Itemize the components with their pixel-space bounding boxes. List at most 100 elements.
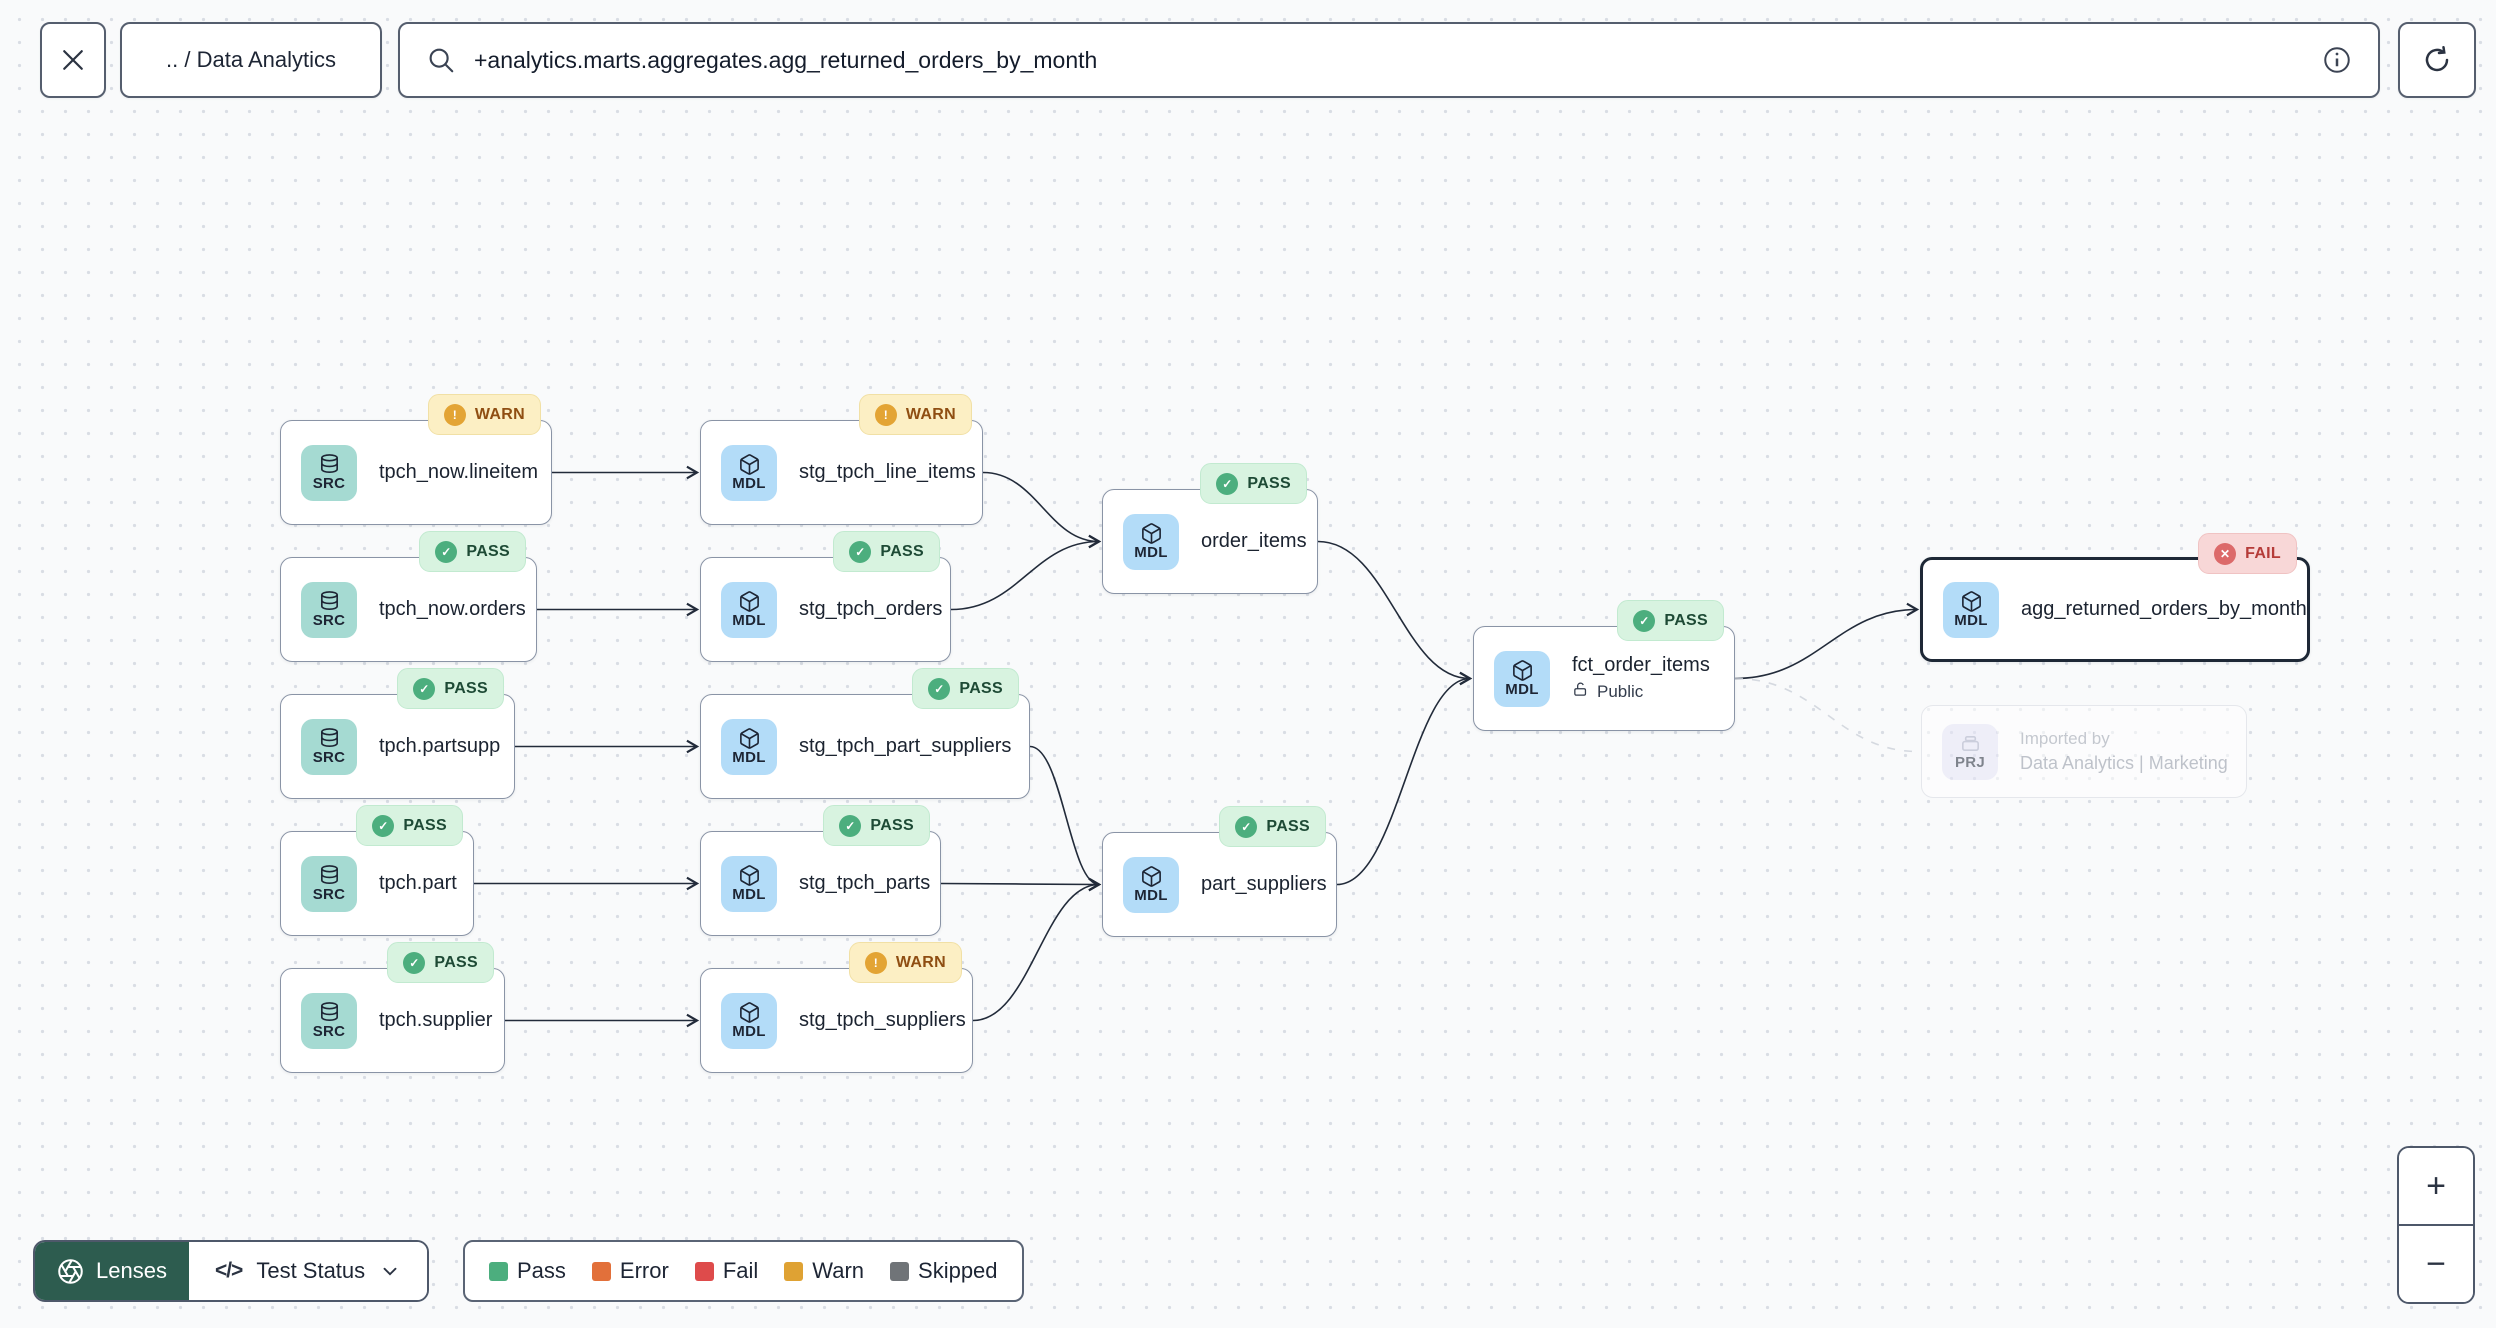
search-input[interactable] xyxy=(474,46,2304,74)
status-badge-warn: !WARN xyxy=(858,394,972,435)
pass-dot-icon: ✓ xyxy=(839,814,862,837)
database-icon: SRC xyxy=(301,855,357,912)
status-badge-warn: !WARN xyxy=(848,942,962,983)
edge-stg_tpch_part_suppliers-to-part_suppliers xyxy=(1029,745,1102,892)
status-badge-pass: ✓PASS xyxy=(1219,806,1326,847)
status-badge-pass: ✓PASS xyxy=(387,942,494,983)
node-label: fct_order_items xyxy=(1572,654,1710,676)
status-badge-pass: ✓PASS xyxy=(833,531,940,572)
node-label: tpch.part xyxy=(379,872,457,894)
status-badge-fail: ✕FAIL xyxy=(2198,533,2297,574)
info-icon[interactable] xyxy=(2322,45,2352,75)
pass-dot-icon: ✓ xyxy=(372,814,395,837)
graph-node-tpch_part[interactable]: ✓PASS SRC tpch.part xyxy=(280,805,474,936)
pass-dot-icon: ✓ xyxy=(1633,609,1656,632)
status-badge-pass: ✓PASS xyxy=(419,531,526,572)
cube-icon: MDL xyxy=(1123,513,1179,570)
pass-dot-icon: ✓ xyxy=(928,677,951,700)
node-label: part_suppliers xyxy=(1201,873,1327,895)
pass-dot-icon: ✓ xyxy=(413,677,436,700)
aperture-icon xyxy=(58,1258,83,1284)
graph-node-stg_tpch_suppliers[interactable]: !WARN MDL stg_tpch_suppliers xyxy=(700,942,973,1073)
node-label: stg_tpch_line_items xyxy=(799,461,976,483)
graph-node-stg_tpch_orders[interactable]: ✓PASS MDL stg_tpch_orders xyxy=(700,531,951,662)
close-button[interactable] xyxy=(40,22,106,98)
legend-item-fail: Fail xyxy=(694,1258,758,1284)
node-access-level: Public xyxy=(1572,681,1710,703)
legend-item-pass: Pass xyxy=(489,1258,566,1284)
refresh-button[interactable] xyxy=(2398,22,2476,98)
close-icon xyxy=(63,50,83,70)
pass-dot-icon: ✓ xyxy=(849,540,872,563)
edge-fct_order_items-to-agg_returned_orders_by_month xyxy=(1734,602,1920,680)
status-badge-warn: !WARN xyxy=(427,394,541,435)
edge-part_suppliers-to-fct_order_items xyxy=(1336,671,1473,886)
cube-icon: MDL xyxy=(721,444,777,501)
search-icon xyxy=(429,48,454,73)
edge-order_items-to-fct_order_items xyxy=(1317,540,1473,686)
node-label: stg_tpch_parts xyxy=(799,872,931,894)
warn-dot-icon: ! xyxy=(874,403,897,426)
legend-item-skipped: Skipped xyxy=(890,1258,998,1284)
node-label: agg_returned_orders_by_month xyxy=(2021,598,2307,620)
legend-item-warn: Warn xyxy=(784,1258,864,1284)
status-badge-pass: ✓PASS xyxy=(397,668,504,709)
edge-stg_tpch_suppliers-to-part_suppliers xyxy=(972,877,1102,1022)
warn-dot-icon: ! xyxy=(864,951,887,974)
chevron-down-icon xyxy=(383,1267,397,1276)
pass-dot-icon: ✓ xyxy=(1216,472,1239,495)
unlock-icon xyxy=(1572,681,1589,703)
zoom-out-button[interactable]: − xyxy=(2399,1226,2473,1302)
node-label: stg_tpch_part_suppliers xyxy=(799,735,1012,757)
edge-stg_tpch_parts-to-part_suppliers xyxy=(940,877,1102,892)
edge-fct_order_items-to-imported_project xyxy=(1734,677,1919,753)
cube-icon: MDL xyxy=(721,581,777,638)
graph-node-part_suppliers[interactable]: ✓PASS MDL part_suppliers xyxy=(1102,806,1337,937)
status-badge-pass: ✓PASS xyxy=(1617,600,1724,641)
node-label: stg_tpch_orders xyxy=(799,598,943,620)
graph-node-stg_tpch_line_items[interactable]: !WARN MDL stg_tpch_line_items xyxy=(700,394,983,525)
code-icon: </> xyxy=(214,1259,243,1282)
status-badge-pass: ✓PASS xyxy=(823,805,930,846)
database-icon: SRC xyxy=(301,444,357,501)
warn-dot-icon: ! xyxy=(443,403,466,426)
pass-dot-icon: ✓ xyxy=(403,951,426,974)
cube-icon: MDL xyxy=(1123,856,1179,913)
zoom-controls: + − xyxy=(2397,1146,2475,1304)
warn-swatch xyxy=(784,1261,804,1281)
fail-swatch xyxy=(694,1261,714,1281)
node-label: Data Analytics | Marketing xyxy=(2020,753,2228,773)
cube-icon: MDL xyxy=(721,992,777,1049)
zoom-in-button[interactable]: + xyxy=(2399,1148,2473,1226)
node-label: tpch.partsupp xyxy=(379,735,501,757)
node-label: stg_tpch_suppliers xyxy=(799,1009,966,1031)
project-icon: PRJ xyxy=(1942,723,1998,780)
lens-control: Lenses </> Test Status xyxy=(33,1240,430,1302)
fail-dot-icon: ✕ xyxy=(2214,542,2237,565)
status-badge-pass: ✓PASS xyxy=(356,805,463,846)
search-bar[interactable] xyxy=(398,22,2380,98)
pass-swatch xyxy=(489,1261,508,1281)
lens-selected-label: Test Status xyxy=(256,1258,366,1283)
status-badge-pass: ✓PASS xyxy=(912,668,1019,709)
legend-item-error: Error xyxy=(591,1258,669,1284)
breadcrumb-label: .. / Data Analytics xyxy=(166,47,336,72)
pass-dot-icon: ✓ xyxy=(1235,815,1258,838)
lenses-button[interactable]: Lenses xyxy=(35,1242,189,1300)
breadcrumb[interactable]: .. / Data Analytics xyxy=(120,22,382,98)
lens-selector-dropdown[interactable]: </> Test Status xyxy=(188,1242,428,1300)
skipped-swatch xyxy=(890,1261,910,1281)
error-swatch xyxy=(591,1261,611,1281)
